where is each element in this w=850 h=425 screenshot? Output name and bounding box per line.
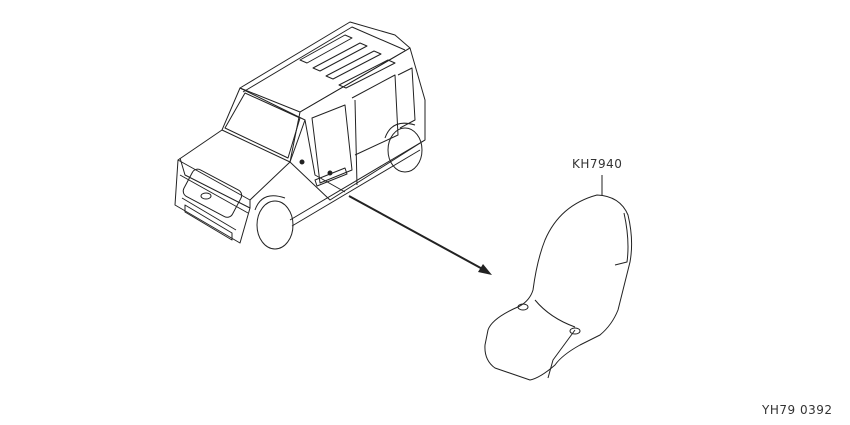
vehicle-illustration <box>174 21 426 250</box>
part-number-callout: KH7940 <box>572 157 623 171</box>
leader-arrow <box>348 195 492 275</box>
reference-code: YH79 0392 <box>762 403 833 417</box>
seat-illustration <box>484 175 633 381</box>
